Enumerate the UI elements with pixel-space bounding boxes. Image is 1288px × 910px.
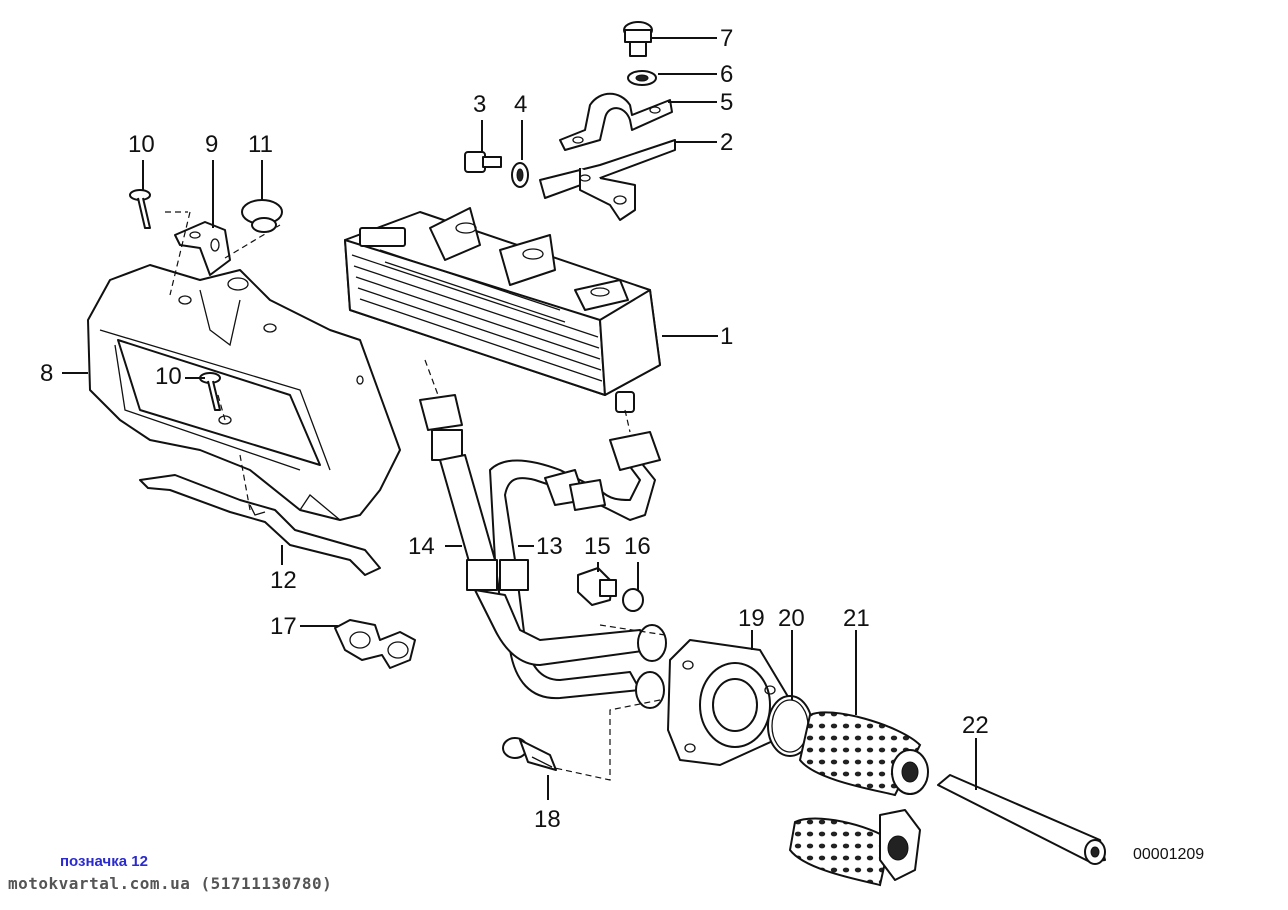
bolt-3-illustration xyxy=(464,151,502,173)
assembly-dash-lines xyxy=(165,211,666,781)
part-label-13: 13 xyxy=(536,533,563,560)
part-label-22: 22 xyxy=(962,712,989,739)
part-label-15: 15 xyxy=(584,533,611,560)
diagram-id: 00001209 xyxy=(1133,846,1205,863)
rod-22-illustration xyxy=(937,774,1106,865)
part-label-16: 16 xyxy=(624,533,651,560)
part-label-4: 4 xyxy=(514,91,527,118)
clip-17-illustration xyxy=(334,619,416,669)
strap-11-illustration xyxy=(139,474,381,576)
grommet-12-illustration xyxy=(241,199,283,233)
filter-housing-19-illustration xyxy=(667,639,791,766)
cooler-bracket-illustration xyxy=(539,92,676,221)
bracket-9-illustration xyxy=(174,221,231,276)
part-label-17: 17 xyxy=(270,613,297,640)
part-label-7: 7 xyxy=(720,25,733,52)
part-labels: 7 6 5 2 3 4 1 10 9 11 8 10 12 14 13 15 1… xyxy=(40,25,989,833)
part-label-3: 3 xyxy=(473,91,486,118)
oil-line-14-illustration xyxy=(419,394,667,666)
part-label-12: 11 xyxy=(248,131,273,158)
screw-7-illustration xyxy=(623,21,653,57)
part-label-20: 20 xyxy=(778,605,805,632)
marker-note: позначка 12 xyxy=(60,853,148,870)
part-label-8: 8 xyxy=(40,360,53,387)
oil-cooler-illustration xyxy=(344,207,661,413)
oil-filter-21-illustration xyxy=(788,711,929,887)
site-caption: motokvartal.com.ua (51711130780) xyxy=(8,874,333,893)
part-label-6: 6 xyxy=(720,61,733,88)
part-label-2: 2 xyxy=(720,129,733,156)
part-label-5: 5 xyxy=(720,89,733,116)
part-label-14: 14 xyxy=(408,533,435,560)
leader-lines xyxy=(62,37,977,800)
part-label-10-mid: 10 xyxy=(155,363,182,390)
bolt-18-illustration xyxy=(502,737,557,771)
part-label-1: 1 xyxy=(720,323,733,350)
part-label-9: 9 xyxy=(205,131,218,158)
part-label-10-top: 10 xyxy=(128,131,155,158)
part-label-21: 21 xyxy=(843,605,870,632)
washer-6-illustration xyxy=(627,70,657,86)
part-label-11: 12 xyxy=(270,567,297,594)
screw-10-top-illustration xyxy=(129,189,151,229)
banjo-bolt-15-illustration xyxy=(577,567,617,606)
washer-4-illustration xyxy=(511,162,529,188)
oil-line-13-illustration xyxy=(489,431,665,709)
o-ring-16-illustration xyxy=(622,588,644,612)
part-label-18: 18 xyxy=(534,806,561,833)
part-label-19: 19 xyxy=(738,605,765,632)
